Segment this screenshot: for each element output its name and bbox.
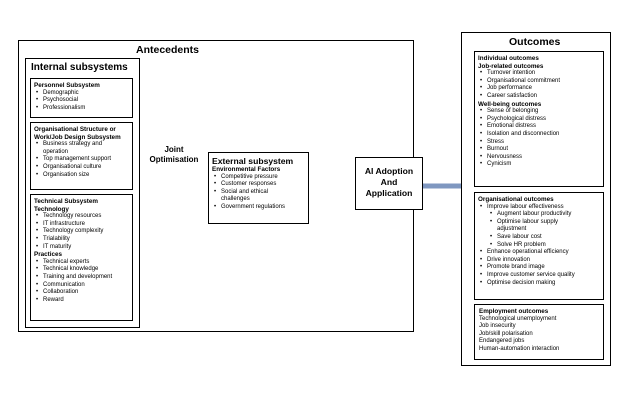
list-item: Burnout — [478, 146, 600, 154]
continuation-text: adjustment — [497, 226, 527, 233]
list-item: IT infrastructure — [34, 221, 129, 229]
ai-line-2: And — [380, 177, 398, 187]
sub-list-item: Augment labour productivity — [478, 211, 600, 219]
list-item: Stress — [478, 139, 600, 147]
list-item: Drive innovation — [478, 257, 600, 265]
employment-item: Job insecurity — [479, 323, 516, 330]
list-item: Organisational culture — [34, 164, 129, 172]
employment-outcomes-box: Employment outcomes Technological unempl… — [474, 304, 604, 360]
list-item: Organisational commitment — [478, 78, 600, 86]
personnel-subsystem-title: Personnel Subsystem — [34, 82, 100, 89]
individual-outcomes-box: Individual outcomes Job-related outcomes… — [474, 51, 604, 187]
employment-item: Human-automation interaction — [479, 345, 560, 352]
list-item: Optimise decision making — [478, 280, 600, 288]
list-item: Promote brand image — [478, 264, 600, 272]
list-item: Isolation and disconnection — [478, 131, 600, 139]
environmental-factors-label: Environmental Factors — [212, 166, 281, 173]
list-item: Technology resources — [34, 213, 129, 221]
list-item: Job performance — [478, 85, 600, 93]
list-item: Career satisfaction — [478, 93, 600, 101]
internal-subsystems-title: Internal subsystems — [31, 62, 128, 73]
sub-list-item-continuation: adjustment — [478, 226, 600, 234]
list-item: Communication — [34, 282, 129, 290]
organisational-outcomes-box: Organisational outcomes Improve labour e… — [474, 192, 604, 300]
list-item: Sense of belonging — [478, 108, 600, 116]
list-item: Top management support — [34, 156, 129, 164]
list-item: Improve labour effectiveness — [478, 204, 600, 212]
continuation-text: operation — [43, 148, 69, 155]
list-item: Enhance operational efficiency — [478, 249, 600, 257]
list-item: Technical experts — [34, 259, 129, 267]
practices-label: Practices — [34, 251, 63, 259]
job-related-label: Job-related outcomes — [478, 62, 544, 70]
list-item: Reward — [34, 297, 129, 305]
list-item: Social and ethical — [212, 189, 305, 197]
antecedents-title: Antecedents — [136, 44, 200, 56]
list-item-continuation: challenges — [212, 196, 305, 204]
sub-list-item: Solve HR problem — [478, 242, 600, 250]
wellbeing-label: Well-being outcomes — [478, 100, 542, 108]
external-subsystem-title: External subsystem — [212, 156, 294, 166]
technology-label: Technology — [34, 205, 69, 213]
list-item: Trialability — [34, 236, 129, 244]
list-item: Government regulations — [212, 204, 305, 212]
list-item: Technical knowledge — [34, 266, 129, 274]
technical-subsystem-box: Technical Subsystem Technology Technolog… — [30, 194, 133, 321]
outcomes-title: Outcomes — [509, 36, 561, 48]
ai-line-3: Application — [365, 188, 413, 198]
ai-line-1: AI Adoption — [364, 166, 414, 176]
list-item: Collaboration — [34, 289, 129, 297]
list-item: Psychological distress — [478, 116, 600, 124]
list-item: Improve customer service quality — [478, 272, 600, 280]
list-item: Turnover intention — [478, 70, 600, 78]
employment-item: Technological unemployment — [479, 315, 557, 322]
list-item: Customer responses — [212, 181, 305, 189]
list-item: Emotional distress — [478, 123, 600, 131]
organisational-structure-box: Organisational Structure or Work/Job Des… — [30, 122, 133, 190]
organisational-structure-title-2: Work/Job Design Subsystem — [34, 133, 121, 141]
personnel-subsystem-box: Personnel Subsystem Demographic Psychoso… — [30, 78, 133, 118]
list-item: Cynicism — [478, 161, 600, 169]
list-item: Organisation size — [34, 172, 129, 180]
joint-line-1: Joint — [164, 145, 184, 154]
external-subsystem-box: External subsystem Environmental Factors… — [208, 152, 309, 224]
employment-item: Job/skill polarisation — [479, 330, 533, 337]
individual-outcomes-title: Individual outcomes — [478, 55, 539, 62]
employment-item: Endangered jobs — [479, 338, 525, 345]
list-item: Technology complexity — [34, 228, 129, 236]
technical-subsystem-title: Technical Subsystem — [34, 198, 98, 205]
ai-to-outcomes-arrow — [423, 178, 475, 194]
list-item-continuation: operation — [34, 149, 129, 157]
list-item: Professionalism — [34, 105, 129, 113]
list-item: Nervousness — [478, 154, 600, 162]
joint-line-2: Optimisation — [149, 155, 199, 164]
continuation-text: challenges — [221, 196, 250, 203]
list-item: Business strategy and — [34, 141, 129, 149]
joint-optimisation-label: Joint Optimisation — [144, 145, 204, 165]
list-item: Competitive pressure — [212, 174, 305, 182]
employment-outcomes-title: Employment outcomes — [479, 308, 549, 315]
list-item: Training and development — [34, 274, 129, 282]
organisational-outcomes-title: Organisational outcomes — [478, 196, 554, 203]
sub-list-item: Save labour cost — [478, 234, 600, 242]
list-item: IT maturity — [34, 244, 129, 252]
organisational-structure-title-1: Organisational Structure or — [34, 126, 116, 133]
ai-adoption-box: AI Adoption And Application — [355, 157, 423, 210]
sub-list-item: Optimise labour supply — [478, 219, 600, 227]
list-item: Psychosocial — [34, 97, 129, 105]
list-item: Demographic — [34, 90, 129, 98]
